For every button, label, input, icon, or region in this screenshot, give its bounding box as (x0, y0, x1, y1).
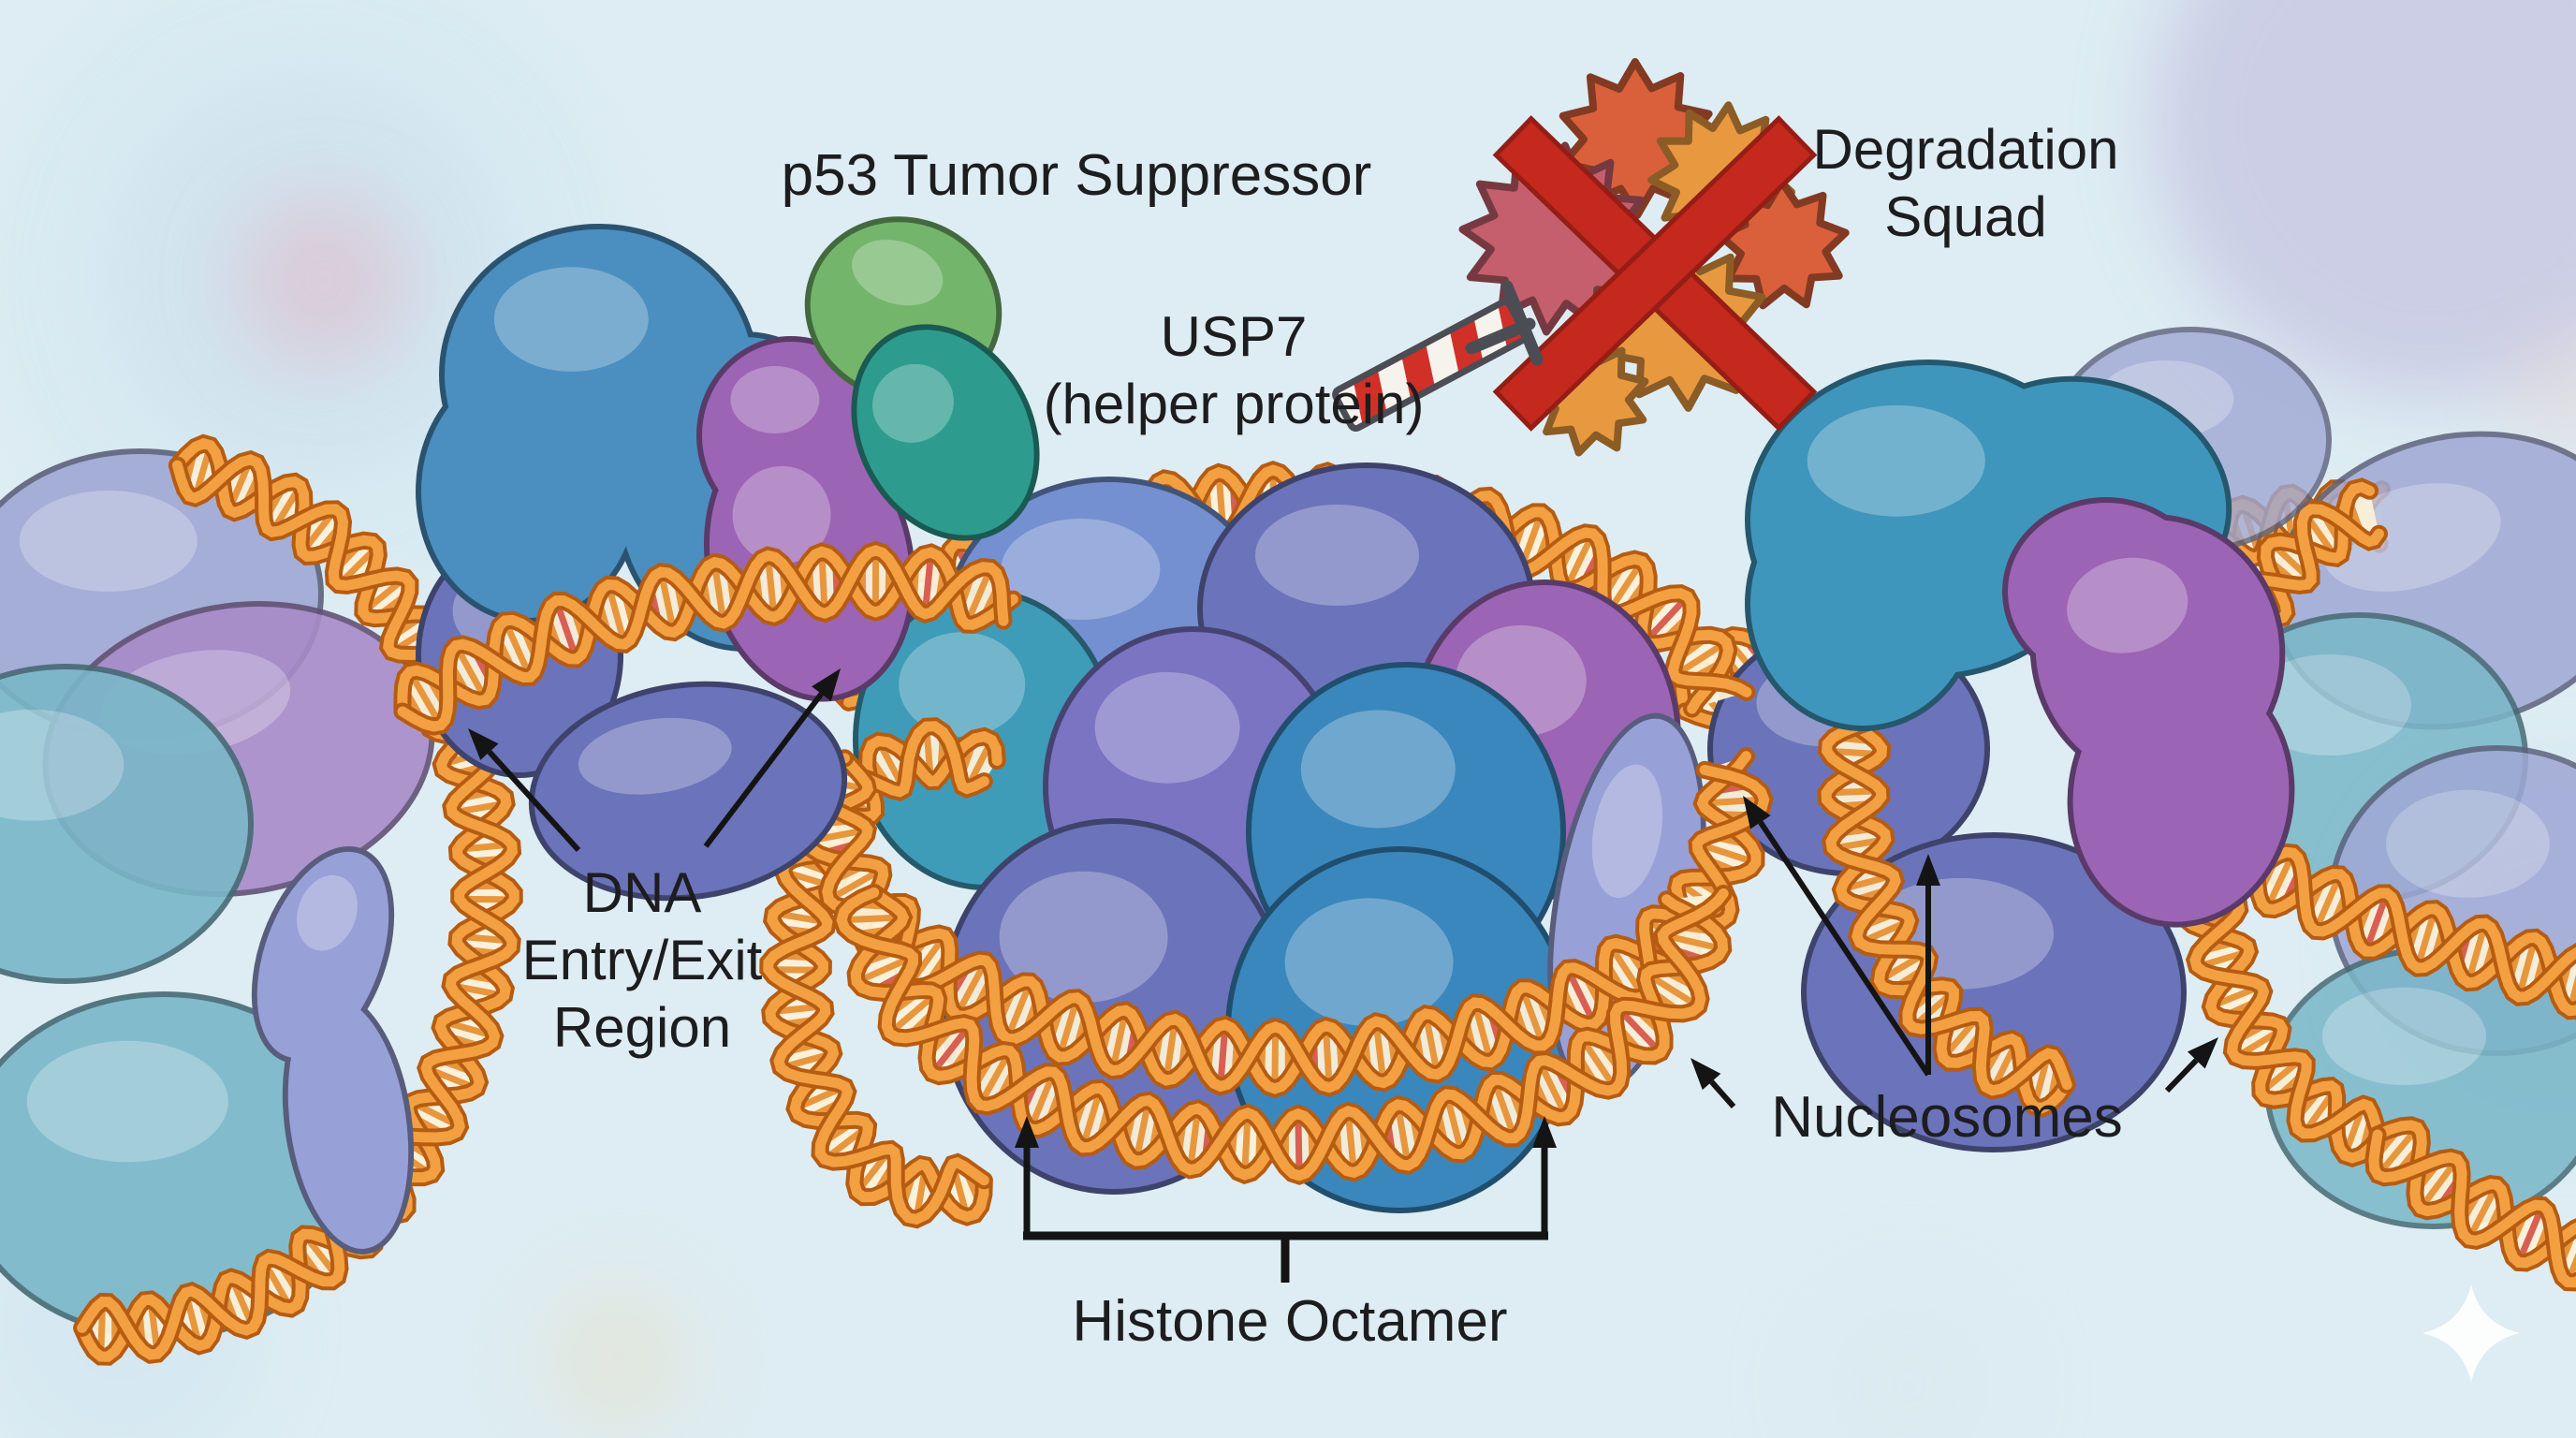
label-p53: p53 Tumor Suppressor (782, 143, 1372, 208)
label-degradation-line1: Degradation (1813, 118, 2119, 181)
label-nucleosomes: Nucleosomes (1771, 1085, 2123, 1150)
label-histone-octamer: Histone Octamer (1072, 1289, 1507, 1354)
annotation-arrows (468, 668, 2218, 1283)
degradation-squad (1332, 58, 1850, 457)
dna-linker (393, 540, 1022, 736)
red-x-icon (1492, 115, 1818, 432)
labels: p53 Tumor Suppressor USP7 (helper protei… (522, 118, 2123, 1354)
label-dna-entry-line1: DNA (583, 861, 702, 924)
label-dna-entry-line2: Entry/Exit (522, 929, 763, 991)
sparkle-icon (2422, 1284, 2520, 1382)
label-degradation-line2: Squad (1884, 185, 2047, 248)
nucleosome-left (0, 433, 523, 1366)
histone-octamer-structure (759, 461, 1774, 1229)
inhibitor-barrier-icon (1332, 280, 1544, 432)
label-usp7-line2: (helper protein) (1044, 373, 1425, 435)
label-dna-entry-line3: Region (553, 996, 731, 1059)
label-usp7-line1: USP7 (1161, 305, 1308, 368)
usp7-protein (804, 216, 1040, 541)
